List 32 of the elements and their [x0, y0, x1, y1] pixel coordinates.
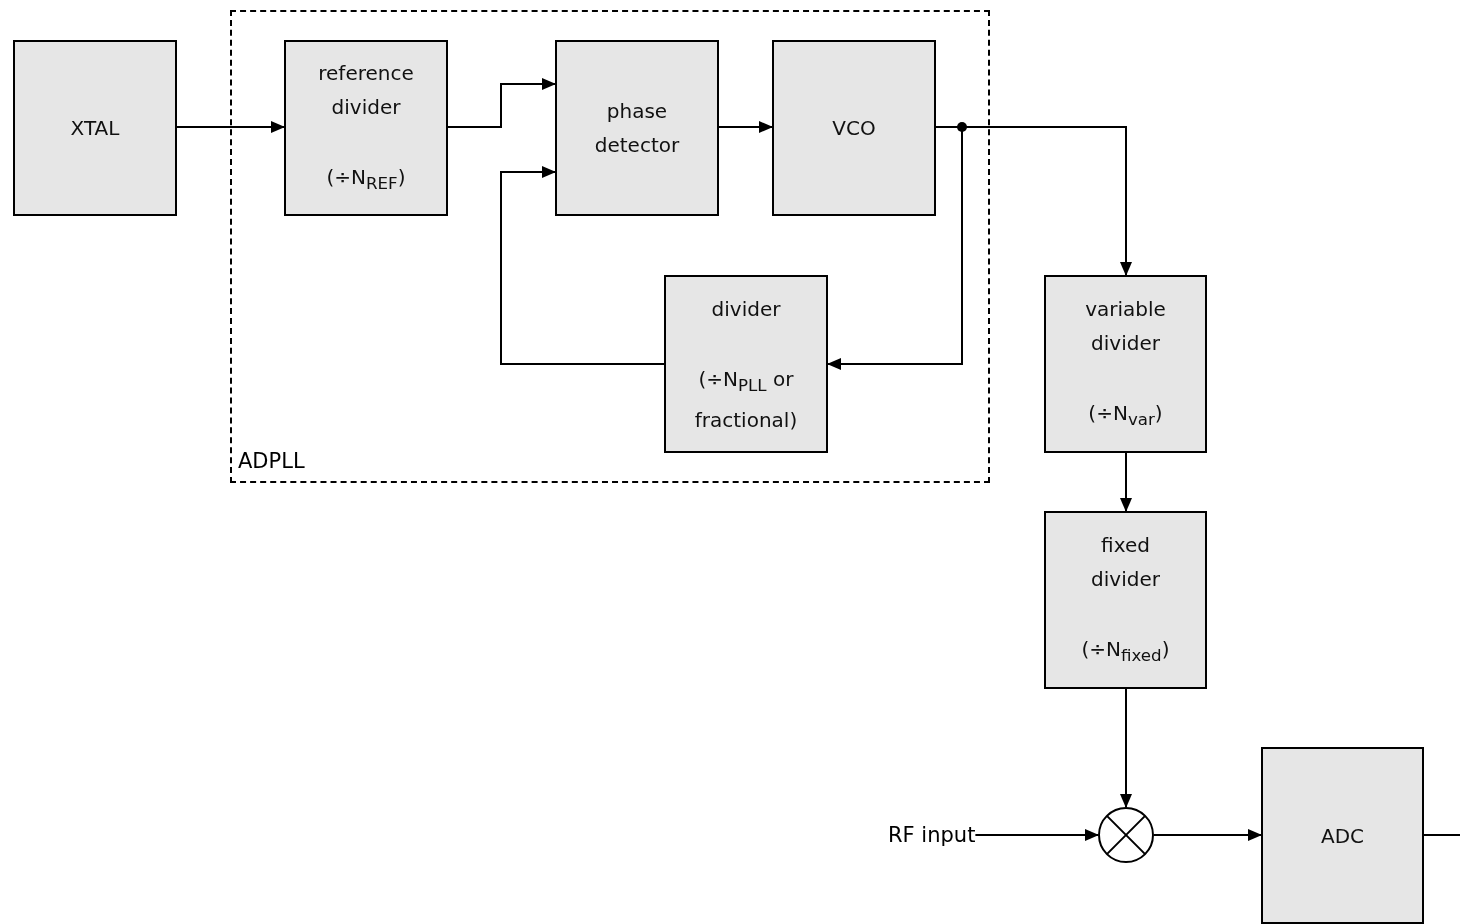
- arrow: [1120, 688, 1132, 808]
- arrow: [718, 121, 773, 133]
- process-box: [1044, 275, 1207, 453]
- arrow: [1120, 452, 1132, 512]
- block-label: phase detector: [593, 98, 681, 159]
- block-label: reference divider: [317, 59, 415, 121]
- division-ratio: (÷N$_{fixed}$): [1081, 635, 1170, 667]
- division-ratio: (÷N$_{var}$): [1088, 399, 1163, 431]
- arrow: [500, 166, 665, 365]
- process-box: [772, 40, 936, 216]
- division-ratio: (÷N$_{REF}$): [326, 163, 406, 195]
- block-label: XTAL: [70, 115, 120, 142]
- block-label: VCO: [832, 115, 876, 142]
- dashed-group-boundary: [230, 10, 990, 483]
- block-label: divider: [711, 295, 781, 323]
- arrow: [1153, 829, 1262, 841]
- arrow: [176, 121, 285, 133]
- division-ratio: (÷N$_{PLL}$ or fractional): [693, 365, 799, 434]
- connector-line: [1423, 834, 1460, 836]
- group-label: ADPLL: [238, 449, 305, 473]
- process-box: [13, 40, 177, 216]
- arrow: [974, 829, 1099, 841]
- process-box: [1044, 511, 1207, 689]
- process-box: [284, 40, 448, 216]
- process-box: [555, 40, 719, 216]
- signal-label: RF input: [888, 819, 976, 851]
- arrow: [447, 78, 556, 128]
- block-label: fixed divider: [1090, 531, 1161, 593]
- block-label: ADC: [1320, 822, 1364, 850]
- block-label: variable divider: [1084, 295, 1167, 357]
- process-box: [1261, 747, 1424, 924]
- process-box: [664, 275, 828, 453]
